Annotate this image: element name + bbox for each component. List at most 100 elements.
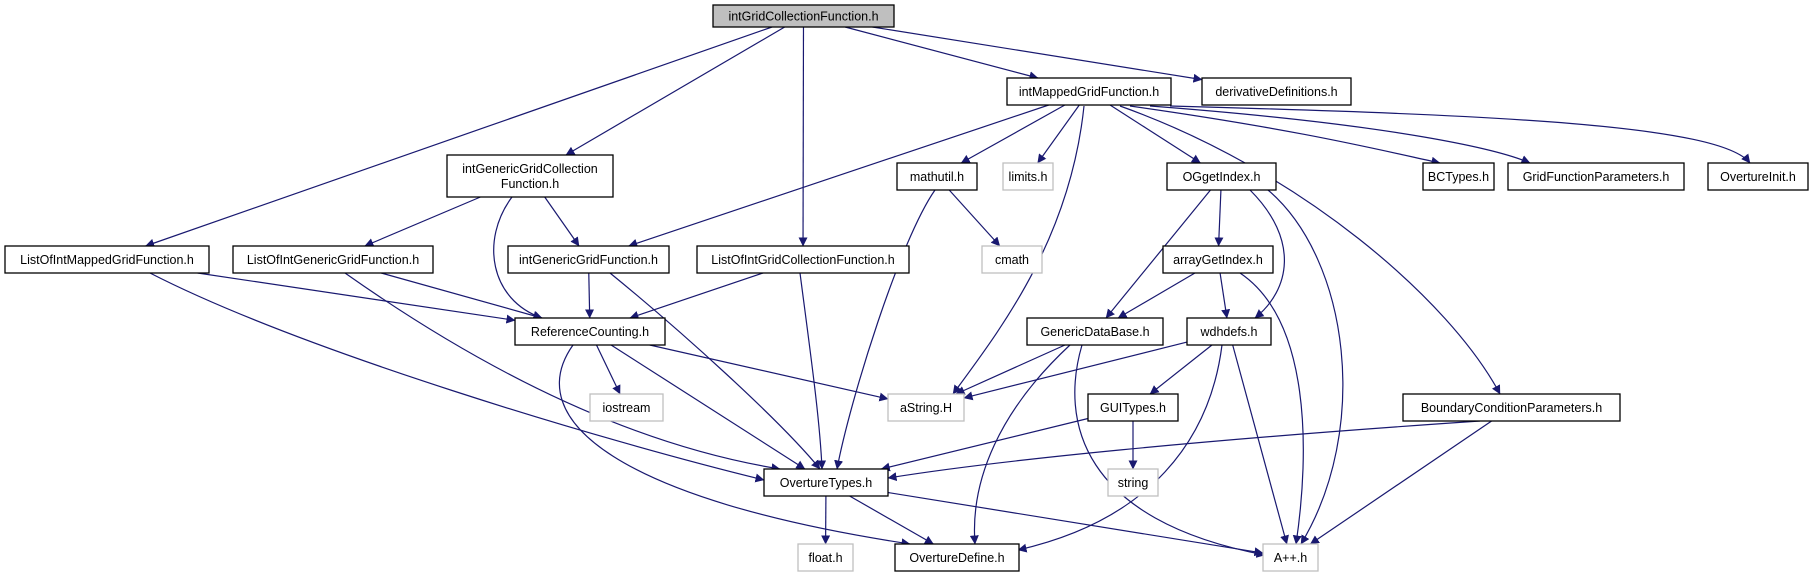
edge-mathutil-to-ovtypes <box>834 189 936 470</box>
edge-ogget-to-aplus <box>1267 189 1344 545</box>
node-label: intGridCollectionFunction.h <box>728 10 878 24</box>
node-box <box>981 245 1043 274</box>
edge-ogget-to-arrayget <box>1214 189 1224 247</box>
edge-root-to-mapped <box>844 26 1039 81</box>
node-label: float.h <box>808 551 842 565</box>
edge-refcount-to-ovtypes <box>610 344 806 470</box>
node-box <box>1707 162 1809 191</box>
node-bcparams[interactable]: BoundaryConditionParameters.h <box>1402 393 1621 422</box>
node-box <box>896 162 978 191</box>
node-mathutil[interactable]: mathutil.h <box>896 162 978 191</box>
node-label: derivativeDefinitions.h <box>1215 85 1337 99</box>
node-gfparams[interactable]: GridFunctionParameters.h <box>1507 162 1685 191</box>
node-box <box>1026 317 1164 346</box>
edge-ovtypes-to-aplus <box>887 491 1264 557</box>
node-label: intGenericGridFunction.h <box>519 253 658 267</box>
node-box <box>1402 393 1621 422</box>
node-genericGF[interactable]: intGenericGridFunction.h <box>507 245 670 274</box>
node-label: wdhdefs.h <box>1200 325 1258 339</box>
edge-genericColl-to-genericGF <box>544 196 580 247</box>
node-box <box>514 317 666 346</box>
node-box <box>589 393 664 422</box>
node-label: aString.H <box>900 401 952 415</box>
edge-listColl-to-ovtypes <box>799 272 827 470</box>
node-wdh[interactable]: wdhdefs.h <box>1186 317 1272 346</box>
node-ovinit[interactable]: OvertureInit.h <box>1707 162 1809 191</box>
edge-root-to-listMapped <box>145 26 773 248</box>
node-box <box>1162 245 1274 274</box>
node-bctypes[interactable]: BCTypes.h <box>1422 162 1495 191</box>
edge-root-to-genericColl <box>565 26 785 156</box>
node-astring: aString.H <box>887 393 965 422</box>
node-box <box>232 245 434 274</box>
edge-guitypes-to-ovtypes <box>880 417 1089 472</box>
edge-mapped-to-astring <box>952 105 1085 395</box>
node-label: iostream <box>603 401 651 415</box>
edge-bcparams-to-ovtypes <box>887 420 1481 482</box>
node-guitypes[interactable]: GUITypes.h <box>1087 393 1179 422</box>
node-label: BoundaryConditionParameters.h <box>1421 401 1602 415</box>
edge-genericColl-to-listGeneric <box>364 196 481 247</box>
edge-root-to-deriv <box>872 26 1203 83</box>
node-label: ReferenceCounting.h <box>531 325 649 339</box>
node-box <box>446 154 614 198</box>
node-mapped[interactable]: intMappedGridFunction.h <box>1006 77 1172 106</box>
node-label: OvertureTypes.h <box>780 476 872 490</box>
edge-genericGF-to-refcount <box>585 272 595 319</box>
node-label: A++.h <box>1274 551 1307 565</box>
edge-ovtypes-to-ovdefine <box>849 495 934 545</box>
node-ovtypes[interactable]: OvertureTypes.h <box>763 468 889 497</box>
edge-refcount-to-iostream <box>595 344 621 395</box>
node-listMapped[interactable]: ListOfIntMappedGridFunction.h <box>4 245 210 274</box>
node-label: GridFunctionParameters.h <box>1523 170 1670 184</box>
node-box <box>1087 393 1179 422</box>
node-box <box>1262 543 1319 572</box>
edge-mapped-to-ogget <box>1109 104 1201 164</box>
edge-wdh-to-astring <box>963 341 1188 401</box>
node-box <box>894 543 1020 572</box>
edge-mathutil-to-cmath <box>948 189 1001 247</box>
node-box <box>1201 77 1352 106</box>
node-gdb[interactable]: GenericDataBase.h <box>1026 317 1164 346</box>
node-box <box>712 4 895 28</box>
edge-wdh-to-guitypes <box>1149 344 1213 395</box>
node-deriv[interactable]: derivativeDefinitions.h <box>1201 77 1352 106</box>
edge-mapped-to-bcparams <box>1119 105 1501 395</box>
node-label: intMappedGridFunction.h <box>1019 85 1159 99</box>
node-string: string <box>1107 468 1159 497</box>
node-ovdefine[interactable]: OvertureDefine.h <box>894 543 1020 572</box>
node-listGeneric[interactable]: ListOfIntGenericGridFunction.h <box>232 245 434 274</box>
node-refcount[interactable]: ReferenceCounting.h <box>514 317 666 346</box>
node-label: mathutil.h <box>910 170 964 184</box>
edge-bcparams-to-aplus <box>1310 420 1492 545</box>
node-iostream: iostream <box>589 393 664 422</box>
edge-ogget-to-gdb <box>1105 189 1211 319</box>
node-box <box>1186 317 1272 346</box>
node-label: GenericDataBase.h <box>1040 325 1149 339</box>
node-float: float.h <box>797 543 854 572</box>
node-aplus: A++.h <box>1262 543 1319 572</box>
node-label: limits.h <box>1009 170 1048 184</box>
node-ogget[interactable]: OGgetIndex.h <box>1166 162 1277 191</box>
edge-gdb-to-astring <box>955 344 1066 395</box>
node-root[interactable]: intGridCollectionFunction.h <box>712 4 895 28</box>
edge-mapped-to-genericGF <box>628 104 1049 248</box>
node-label: ListOfIntGenericGridFunction.h <box>247 253 419 267</box>
edge-mapped-to-gfparams <box>1149 105 1531 164</box>
edge-listColl-to-refcount <box>629 272 764 320</box>
edge-mapped-to-bctypes <box>1129 105 1441 166</box>
edge-listGeneric-to-refcount <box>381 272 543 321</box>
node-box <box>1006 77 1172 106</box>
edge-ogget-to-wdh <box>1249 189 1285 319</box>
edge-mapped-to-ovinit <box>1169 105 1751 164</box>
node-box <box>797 543 854 572</box>
node-box <box>507 245 670 274</box>
node-box <box>1507 162 1685 191</box>
node-listColl[interactable]: ListOfIntGridCollectionFunction.h <box>696 245 910 274</box>
node-arrayget[interactable]: arrayGetIndex.h <box>1162 245 1274 274</box>
node-box <box>887 393 965 422</box>
node-label: string <box>1118 476 1149 490</box>
edge-refcount-to-ovdefine <box>558 344 911 548</box>
